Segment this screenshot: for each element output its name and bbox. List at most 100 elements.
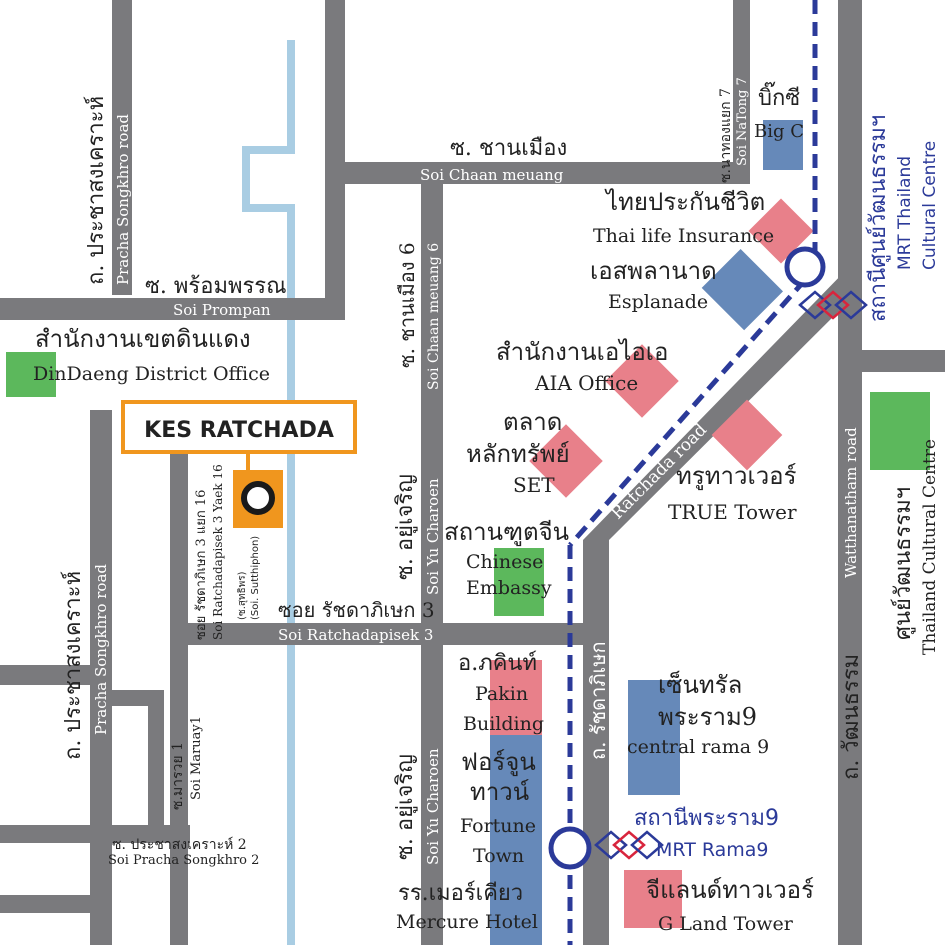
road-ratchada-diagonal xyxy=(583,266,850,540)
road-label-soi-yu-charoen-top-th: ซ. อยู่เจริญ xyxy=(393,474,418,580)
place-label-pakin-th: อ.ภคินท์ xyxy=(458,651,537,676)
road-label-soi-chaan-meuang-th: ซ. ชานเมือง xyxy=(450,136,567,161)
place-label-chinese-en1: Chinese xyxy=(466,551,543,573)
place-label-pakin-en2: Building xyxy=(463,713,544,735)
road-label-soi-ratchadapisek3-en: Soi Ratchadapisek 3 xyxy=(278,626,433,644)
buildings xyxy=(6,120,930,945)
place-label-fortune-en1: Fortune xyxy=(460,815,536,837)
building-dindaeng-office xyxy=(6,352,56,397)
road-pracha-songkhro-upper xyxy=(112,0,132,295)
place-label-set-th2: หลักทรัพย์ xyxy=(466,440,570,468)
building-thailand-cultural xyxy=(870,392,930,470)
road-label-soi-ratchadapisek3-yaek16-en: Soi Ratchadapisek 3 Yaek 16 xyxy=(211,464,225,640)
road-label-pracha-songkhro-top-th: ถ. ประชาสงเคราะห์ xyxy=(84,96,109,285)
road-soi-yu-charoen xyxy=(421,380,443,945)
station-rama9[interactable] xyxy=(548,826,592,870)
station-cultural-centre[interactable] xyxy=(784,246,826,288)
road-soi-prompan xyxy=(0,298,345,320)
kes-ratchada-label-box[interactable] xyxy=(121,400,357,454)
road-label-soi-prompan-th: ซ. พร้อมพรรณ xyxy=(145,274,287,299)
building-mercure xyxy=(490,875,542,945)
place-label-thailand-cultural-en: Thailand Cultural Centre xyxy=(920,439,940,655)
place-label-fortune-th1: ฟอร์จูน xyxy=(461,748,536,777)
road-label-soi-chaan-meuang-en: Soi Chaan meuang xyxy=(420,166,564,184)
building-thai-life xyxy=(748,198,814,264)
building-pakin xyxy=(490,660,542,735)
station-label-cultural-en2: Cultural Centre xyxy=(920,141,940,270)
road-label-soi-maruay-th: ซ.มารวย 1 xyxy=(170,742,186,810)
road-soi-pracha-songkhro2 xyxy=(0,825,190,843)
building-aia xyxy=(605,344,679,418)
road-soi-maruay1 xyxy=(148,690,164,840)
road-label-soi-sutthiphon-th: (ซ.สุทธิพร) xyxy=(237,571,248,620)
road-watthanatham xyxy=(838,0,862,945)
building-esplanade xyxy=(701,248,784,331)
road-label-soi-pracha-songkhro2-th: ซ. ประชาสงเคราะห์ 2 xyxy=(112,836,247,853)
place-label-fortune-th2: ทาวน์ xyxy=(470,778,529,806)
mrt-line xyxy=(567,0,818,945)
place-label-big-c-en: Big C xyxy=(754,121,804,142)
place-label-dindaeng-en: DinDaeng District Office xyxy=(33,363,270,385)
place-label-true-th: ทรูทาวเวอร์ xyxy=(676,462,797,491)
place-label-aia-en: AIA Office xyxy=(534,371,638,395)
building-gland-tower xyxy=(624,870,682,928)
canal xyxy=(242,40,295,945)
place-label-esplanade-th: เอสพลานาด xyxy=(590,257,717,285)
place-label-mercure-en: Mercure Hotel xyxy=(396,911,538,933)
place-label-set-en: SET xyxy=(513,473,555,497)
mrt-line-diagonal xyxy=(568,278,807,547)
road-left-spur-bottom xyxy=(0,895,112,913)
place-label-central-th1: เซ็นทรัล xyxy=(658,670,742,699)
road-label-pracha-songkhro-left-th: ถ. ประชาสงเคราะห์ xyxy=(61,571,86,760)
station-label-rama9-en: MRT Rama9 xyxy=(656,839,769,861)
place-label-aia-th: สำนักงานเอไอเอ xyxy=(496,338,668,366)
place-label-true-en: TRUE Tower xyxy=(668,500,797,524)
road-soi-ratchadapisek3-yaek16 xyxy=(170,450,188,945)
place-label-chinese-en2: Embassy xyxy=(466,577,552,599)
place-label-central-th2: พระราม9 xyxy=(658,703,757,731)
road-label-watthanatham-en: Watthanatham road xyxy=(842,427,860,578)
road-label-soi-natong7-th: ซ.นาทองแยก 7 xyxy=(718,88,734,183)
place-label-thailand-cultural-th: ศูนย์วัฒนธรรมฯ xyxy=(891,487,916,640)
place-label-thai-life-en: Thai life Insurance xyxy=(593,225,774,247)
place-label-dindaeng-th: สำนักงานเขตดินแดง xyxy=(35,325,251,353)
road-left-spur-top xyxy=(0,665,112,685)
kes-ratchada-marker-ring xyxy=(241,481,275,515)
place-label-big-c-th: บิ๊กซี xyxy=(758,81,800,111)
mrt-logo-cultural-icon xyxy=(798,290,868,320)
kes-ratchada-marker[interactable] xyxy=(233,452,283,528)
station-label-cultural-th: สถานีศูนย์วัฒนธรรมฯ xyxy=(866,115,891,322)
road-label-pracha-songkhro-left-en: Pracha Songkhro road xyxy=(92,564,110,735)
road-label-soi-yu-charoen-top-en: Soi Yu Charoen xyxy=(424,478,442,595)
road-label-soi-yu-charoen-bottom-th: ซ. อยู่เจริญ xyxy=(393,754,418,860)
building-set xyxy=(529,424,603,498)
building-big-c xyxy=(763,120,803,170)
road-label-soi-chaan-meuang6-en: Soi Chaan meuang 6 xyxy=(426,243,442,390)
place-label-esplanade-en: Esplanade xyxy=(608,291,708,313)
place-label-chinese-th: สถานฑูตจีน xyxy=(444,518,569,547)
building-true-tower xyxy=(711,399,783,471)
road-right-spur xyxy=(838,350,945,372)
place-label-thai-life-th: ไทยประกันชีวิต xyxy=(604,188,765,216)
place-label-central-en: central rama 9 xyxy=(627,736,769,758)
station-label-rama9-th: สถานีพระราม9 xyxy=(634,806,779,831)
road-connector-top xyxy=(325,0,345,320)
road-label-ratchadapisek-th: ถ. รัชดาภิเษก xyxy=(586,641,610,760)
road-label-soi-pracha-songkhro2-en: Soi Pracha Songkhro 2 xyxy=(108,853,259,868)
building-central-rama9 xyxy=(628,680,680,795)
road-label-pracha-songkhro-top-en: Pracha Songkhro road xyxy=(114,114,132,285)
road-label-soi-ratchadapisek3-th: ซอย รัชดาภิเษก 3 xyxy=(278,598,435,622)
place-label-mercure-th: รร.เมอร์เคียว xyxy=(398,881,523,906)
kes-ratchada-label: KES RATCHADA xyxy=(144,418,334,443)
road-soi-maruay-loop xyxy=(110,690,160,706)
place-labels: บิ๊กซี Big C ไทยประกันชีวิต Thai life In… xyxy=(33,81,940,935)
building-chinese-embassy xyxy=(494,548,544,616)
road-label-soi-prompan-en: Soi Prompan xyxy=(173,301,271,319)
road-label-soi-yu-charoen-bottom-en: Soi Yu Charoen xyxy=(424,748,442,865)
road-label-soi-natong7-en: Soi NaTong 7 xyxy=(735,77,750,166)
place-label-gland-en: G Land Tower xyxy=(658,913,794,935)
station-labels: สถานีพระราม9 MRT Rama9 สถานีศูนย์วัฒนธรร… xyxy=(634,115,940,861)
road-ratchadapisek-vertical xyxy=(583,540,609,945)
road-soi-chaan-meuang6 xyxy=(421,162,443,402)
